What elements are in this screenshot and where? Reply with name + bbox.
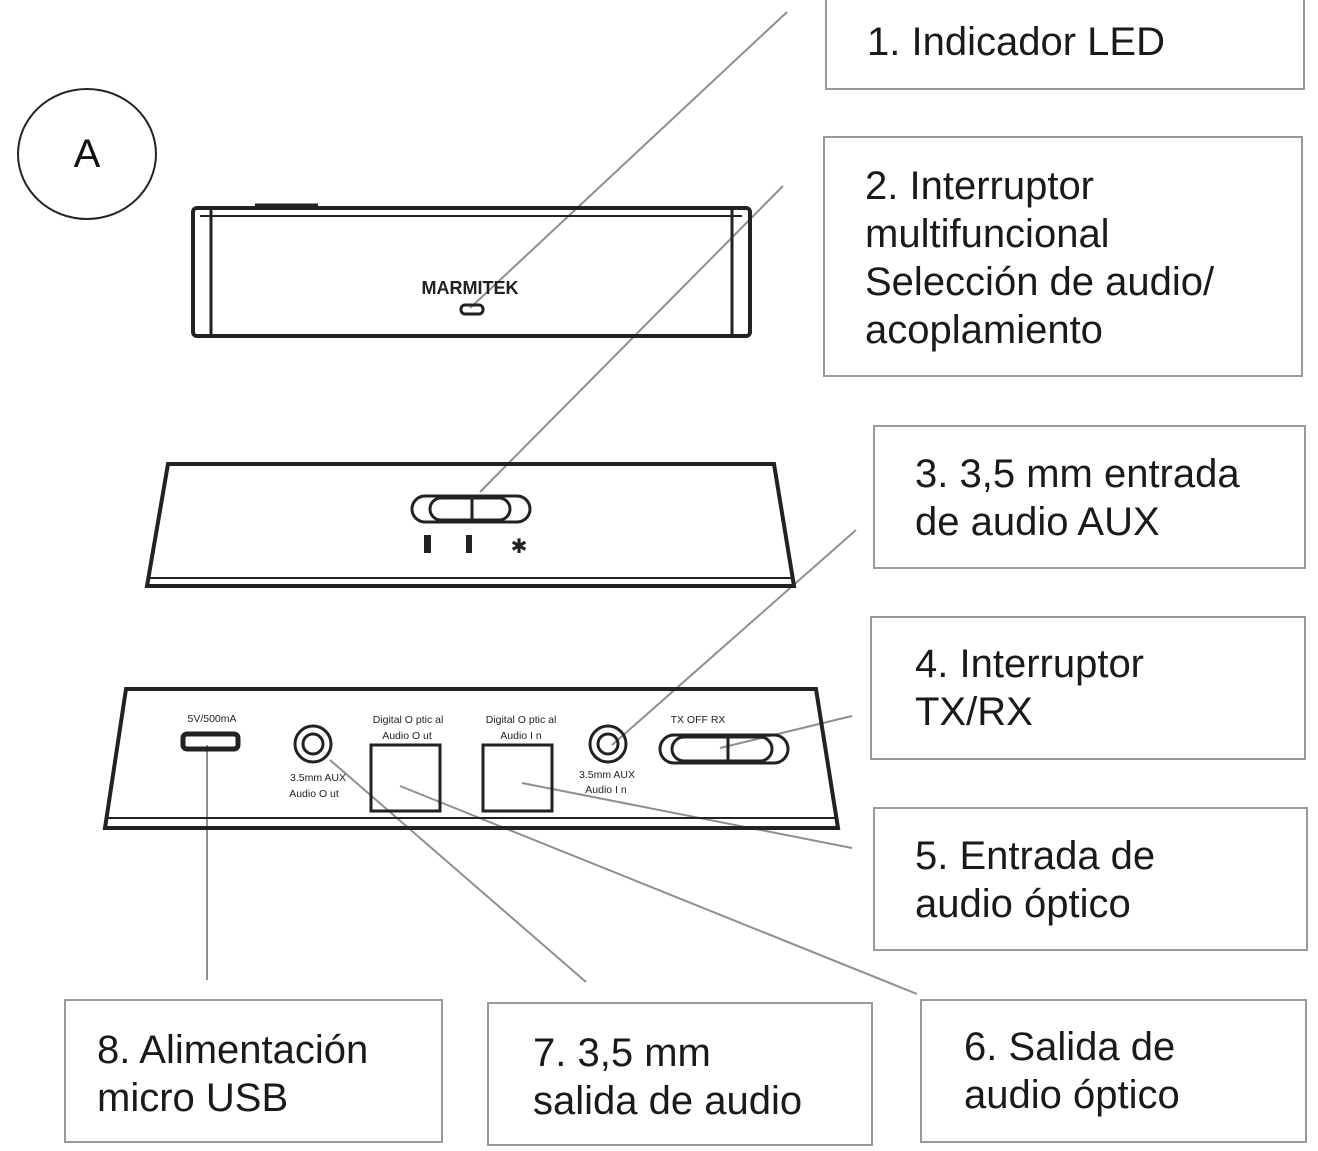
optical-out-label-2: Audio O ut bbox=[382, 730, 432, 742]
callout-optical-in: 5. Entrada de audio óptico bbox=[873, 807, 1308, 951]
bluetooth-icon: ✱ bbox=[511, 534, 528, 558]
leader-1 bbox=[469, 11, 788, 309]
rear-labels: 5V/500mA 3.5mm AUX Audio O ut Digital O … bbox=[187, 713, 725, 800]
callout-line: 6. Salida de bbox=[964, 1025, 1176, 1069]
callout-line: 8. Alimentación bbox=[97, 1028, 369, 1072]
callout-line: micro USB bbox=[97, 1076, 289, 1120]
figure-label-text: A bbox=[73, 131, 101, 176]
optical-in-label-2: Audio I n bbox=[500, 730, 542, 742]
callout-line: Selección de audio/ bbox=[865, 260, 1215, 304]
callout-line: de audio AUX bbox=[915, 500, 1160, 544]
aux-out-jack bbox=[293, 724, 333, 764]
callout-line: 4. Interruptor bbox=[915, 642, 1145, 686]
power-label: 5V/500mA bbox=[187, 713, 236, 725]
leader-2 bbox=[479, 185, 784, 493]
optical-in-label-1: Digital O ptic al bbox=[486, 714, 557, 726]
aux-out-label-1: 3.5mm AUX bbox=[290, 772, 346, 784]
callout-line: salida de audio bbox=[533, 1079, 803, 1123]
aux-out-jack-inner bbox=[301, 732, 325, 756]
brand-logo: MARMITEK bbox=[422, 278, 519, 298]
optical-out-port bbox=[369, 743, 442, 813]
callout-line: 7. 3,5 mm bbox=[533, 1031, 711, 1075]
micro-usb-port bbox=[180, 731, 241, 752]
callout-led-indicator: 1. Indicador LED bbox=[825, 0, 1305, 90]
callout-line: 5. Entrada de bbox=[915, 834, 1156, 878]
callout-line: audio óptico bbox=[964, 1073, 1180, 1117]
callout-line: TX/RX bbox=[915, 690, 1033, 734]
mode-switch-label: TX OFF RX bbox=[671, 714, 726, 726]
front-body bbox=[191, 206, 752, 338]
leader-lines bbox=[206, 11, 918, 995]
tx-rx-switch bbox=[658, 733, 790, 765]
tx-rx-switch-knob bbox=[670, 735, 774, 763]
callout-multifunction-switch: 2. Interruptor multifuncional Selección … bbox=[823, 136, 1303, 377]
bottom-body bbox=[144, 462, 797, 588]
callout-optical-out: 6. Salida de audio óptico bbox=[920, 999, 1307, 1143]
leader-3 bbox=[611, 529, 857, 746]
callout-line: 1. Indicador LED bbox=[867, 20, 1165, 64]
figure-label-a: A bbox=[17, 88, 157, 220]
leader-5 bbox=[521, 782, 853, 849]
callout-line: audio óptico bbox=[915, 882, 1131, 926]
multifunction-switch bbox=[410, 494, 532, 524]
callout-line: multifuncional bbox=[865, 212, 1110, 256]
leader-4 bbox=[719, 715, 853, 749]
leader-7 bbox=[329, 759, 587, 983]
callout-aux-out: 7. 3,5 mm salida de audio bbox=[487, 1002, 873, 1146]
callout-aux-in: 3. 3,5 mm entrada de audio AUX bbox=[873, 425, 1306, 569]
callout-line: 3. 3,5 mm entrada bbox=[915, 452, 1240, 496]
optical-out-label-1: Digital O ptic al bbox=[373, 714, 444, 726]
leader-6 bbox=[399, 785, 918, 995]
aux-in-label-1: 3.5mm AUX bbox=[579, 769, 635, 781]
callout-micro-usb: 8. Alimentación micro USB bbox=[64, 999, 443, 1143]
switch-icons: ✱ bbox=[424, 534, 527, 558]
callout-line: acoplamiento bbox=[865, 308, 1103, 352]
optical-in-port bbox=[481, 743, 554, 813]
device-bottom-view bbox=[144, 462, 797, 588]
aux-in-jack-inner bbox=[596, 732, 620, 756]
device-rear-view bbox=[102, 687, 841, 830]
aux-in-label-2: Audio I n bbox=[585, 784, 627, 796]
led-indicator bbox=[459, 303, 485, 316]
aux-out-label-2: Audio O ut bbox=[289, 788, 339, 800]
aux-in-jack bbox=[588, 724, 628, 764]
device-front-view bbox=[191, 203, 752, 338]
callout-line: 2. Interruptor bbox=[865, 164, 1095, 208]
optical-mode-icon bbox=[466, 535, 472, 553]
multifunction-switch-knob bbox=[428, 496, 512, 522]
callout-tx-rx-switch: 4. Interruptor TX/RX bbox=[870, 616, 1306, 760]
aux-mode-icon bbox=[424, 535, 431, 553]
rear-body bbox=[102, 687, 841, 830]
